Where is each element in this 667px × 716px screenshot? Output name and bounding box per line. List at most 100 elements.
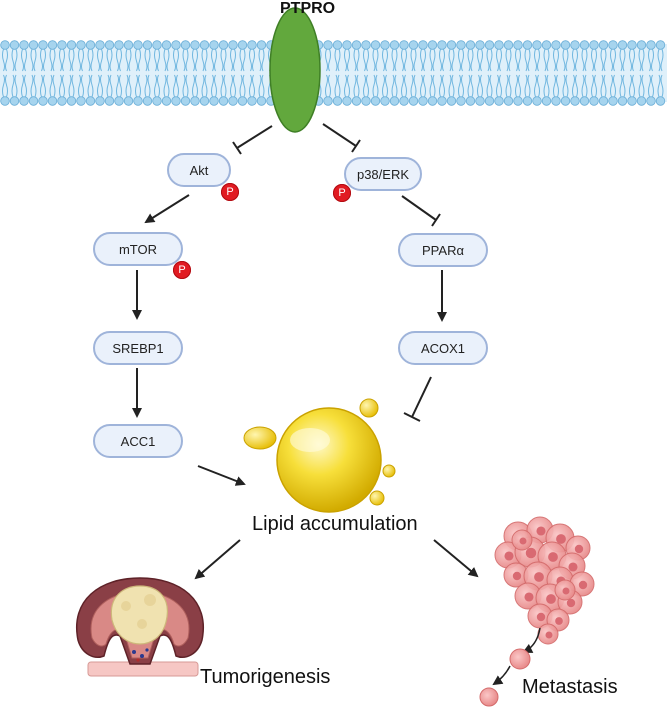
lipid-tail xyxy=(619,74,626,98)
lipid-tail xyxy=(657,48,664,72)
lipid-head xyxy=(551,40,561,50)
lipid-tail xyxy=(68,48,75,72)
cell-nucleus xyxy=(556,534,566,544)
lipid-tail xyxy=(211,48,217,72)
lipid-tail xyxy=(116,48,122,72)
lipid-head xyxy=(247,40,257,50)
lipid-head xyxy=(589,96,599,106)
lipid-head xyxy=(104,96,115,106)
lipid-head xyxy=(446,96,457,106)
metastatic-cell xyxy=(509,648,531,670)
cell-nucleus xyxy=(512,571,522,581)
cell-membrane xyxy=(0,40,667,106)
lipid-head xyxy=(427,40,438,50)
lipid-tail xyxy=(486,74,493,98)
lipid-tail xyxy=(610,48,616,72)
lipid-tail xyxy=(477,48,483,72)
lipid-head xyxy=(76,40,86,50)
lipid-tail xyxy=(372,74,379,98)
lipid-head xyxy=(399,96,409,106)
lipid-head xyxy=(646,96,656,106)
lipid-head xyxy=(437,96,447,106)
lipid-head xyxy=(399,40,409,50)
lipid-head xyxy=(389,40,400,50)
phospho-akt-icon: P xyxy=(221,183,239,201)
lipid-head xyxy=(180,96,191,106)
lipid-tail xyxy=(448,74,455,98)
lipid-head xyxy=(456,96,466,106)
lipid-head xyxy=(209,40,219,50)
lipid-head xyxy=(47,96,58,106)
lipid-tail xyxy=(334,48,341,72)
lipid-tail xyxy=(106,48,113,72)
lipid-head xyxy=(351,40,362,50)
cell-nucleus xyxy=(504,551,514,561)
lipid-tail xyxy=(401,74,407,98)
lipid-tail xyxy=(192,74,198,98)
lipid-tail xyxy=(420,48,426,72)
lipid-tail xyxy=(135,48,141,72)
lipid-head xyxy=(418,40,428,50)
lipid-head xyxy=(256,96,267,106)
lipid-tail xyxy=(401,48,407,72)
cell-nucleus xyxy=(536,526,546,536)
lipid-tail xyxy=(420,74,426,98)
lipid-head xyxy=(323,96,333,106)
lipid-tail xyxy=(78,48,84,72)
lipid-head xyxy=(380,40,390,50)
lipid-head xyxy=(104,40,115,50)
lipid-head xyxy=(636,96,647,106)
node-srebp1: SREBP1 xyxy=(93,331,183,365)
lipid-tail xyxy=(543,74,550,98)
p38erk-inhibits-ppara-edge xyxy=(401,195,441,227)
lipid-head xyxy=(646,40,656,50)
lipid-tail xyxy=(372,48,379,72)
lipid-head xyxy=(76,96,86,106)
lipid-head xyxy=(28,96,39,106)
lipid-tail xyxy=(325,74,331,98)
lipid-head xyxy=(190,40,200,50)
lipid-head xyxy=(598,40,609,50)
lipid-tail xyxy=(182,48,189,72)
lipid-tail xyxy=(163,74,170,98)
lipid-head xyxy=(85,40,96,50)
lipid-tail xyxy=(30,48,37,72)
lipid-head xyxy=(47,40,58,50)
lipid-tail xyxy=(353,48,360,72)
lipid-head xyxy=(598,96,609,106)
lipid-tail xyxy=(657,74,664,98)
tumor-tissue-icon xyxy=(75,577,205,677)
lipid-head xyxy=(617,96,628,106)
lipid-tail xyxy=(429,48,436,72)
node-acc1: ACC1 xyxy=(93,424,183,458)
cell-nucleus xyxy=(546,594,556,604)
lipid-head xyxy=(589,40,599,50)
lipid-tail xyxy=(638,74,645,98)
lipid-head xyxy=(342,40,352,50)
cell-nucleus xyxy=(548,552,558,562)
lipid-tail xyxy=(363,74,369,98)
lipid-tail xyxy=(629,74,635,98)
lipid-head xyxy=(503,96,514,106)
lipid-tail xyxy=(543,48,550,72)
lipid-head xyxy=(579,96,590,106)
lipid-head xyxy=(218,96,229,106)
cell-nucleus xyxy=(534,572,544,582)
lipid-tail xyxy=(619,48,626,72)
lipid-head xyxy=(228,40,238,50)
lipid-tail xyxy=(448,48,455,72)
lipid-tail xyxy=(572,74,578,98)
lipid-tail xyxy=(87,74,94,98)
lipid-head xyxy=(370,96,381,106)
lipid-tail xyxy=(173,74,179,98)
lipid-tail xyxy=(163,48,170,72)
lipid-tail xyxy=(97,74,103,98)
lipid-tail xyxy=(68,74,75,98)
lipid-tail xyxy=(391,74,398,98)
lipid-head xyxy=(66,96,77,106)
lipid-head xyxy=(608,40,618,50)
lipid-tail xyxy=(382,48,388,72)
lipid-tail xyxy=(211,74,217,98)
lipid-head xyxy=(437,40,447,50)
